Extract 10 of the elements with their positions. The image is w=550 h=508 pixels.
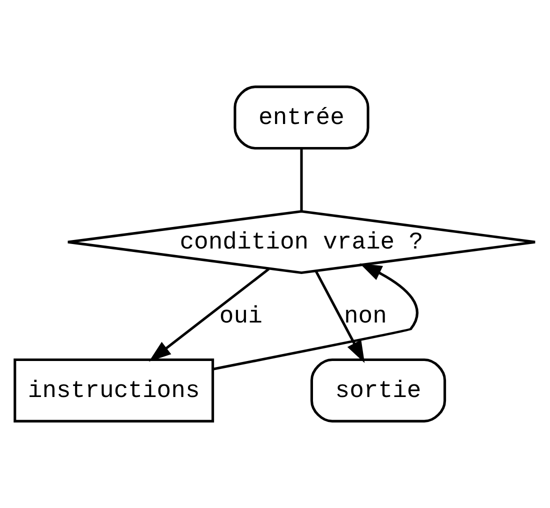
- node-box: instructions: [14, 358, 214, 422]
- node-box: sortie: [310, 358, 446, 422]
- arrow: [148, 268, 270, 362]
- arrow: [314, 270, 365, 364]
- connector: [300, 148, 303, 212]
- arrow: [212, 263, 418, 370]
- edge-label: oui: [219, 304, 262, 331]
- node-diamond: condition vraie ?: [66, 210, 536, 274]
- node-box: entrée: [234, 86, 370, 150]
- edge-label: non: [344, 304, 387, 331]
